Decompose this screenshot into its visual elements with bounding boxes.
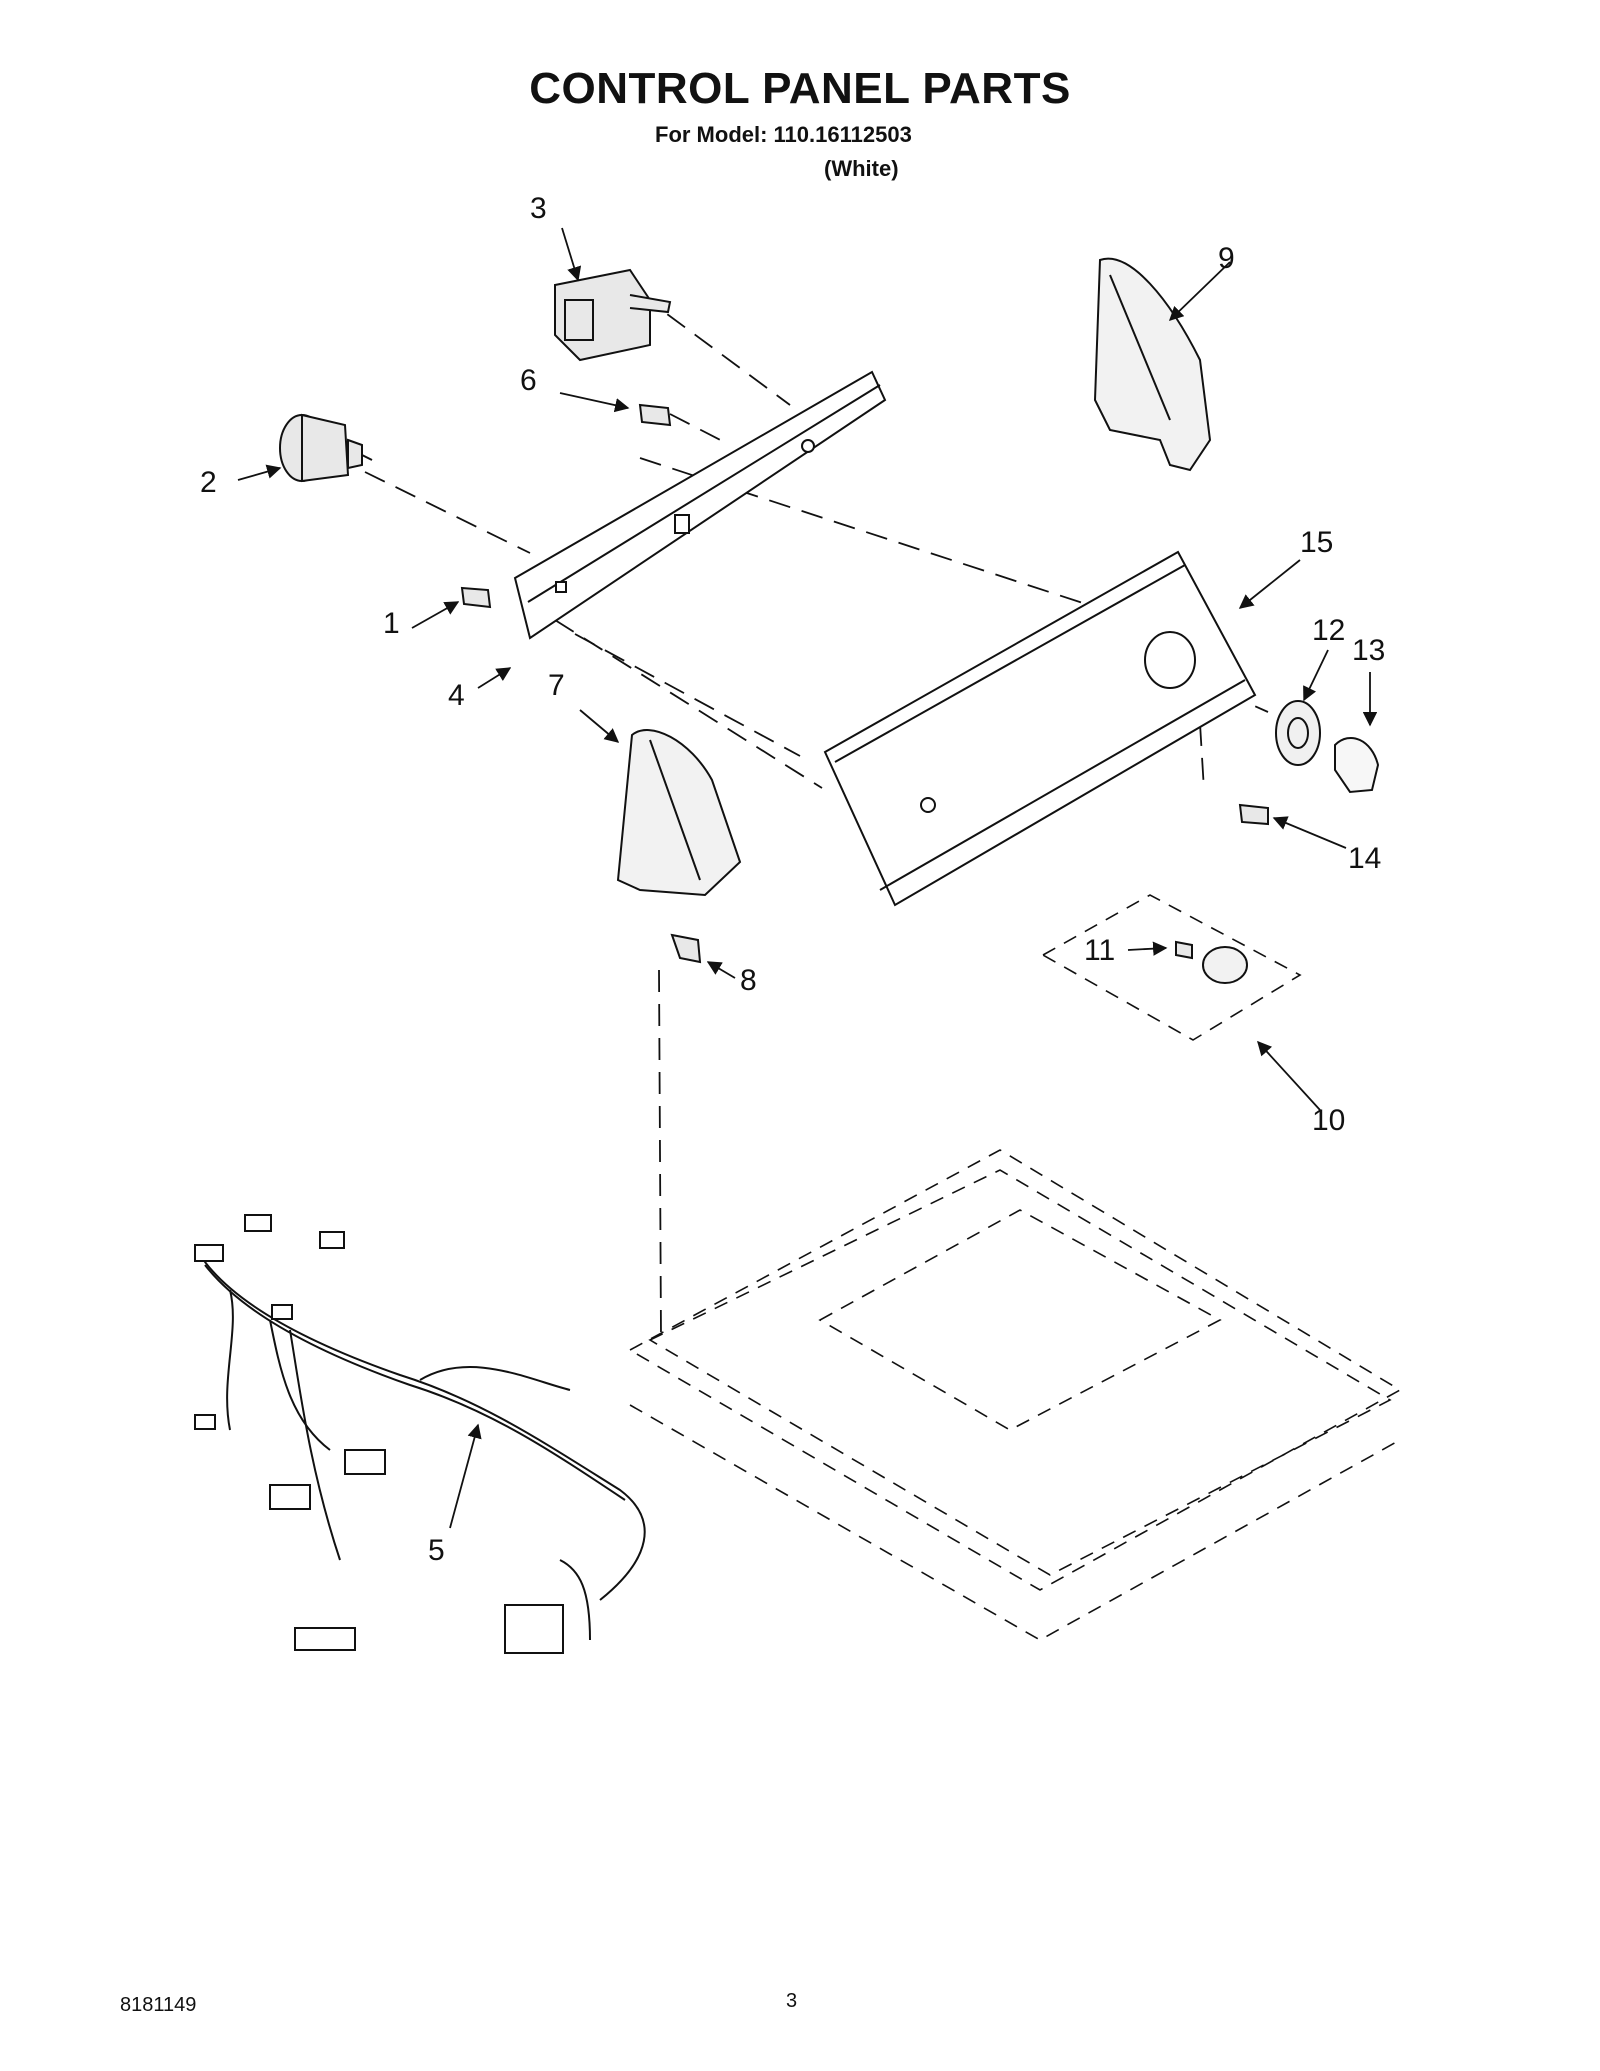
top-panel-outline: [628, 1149, 1402, 1641]
callout-4: 4: [448, 679, 465, 712]
part-wire-harness: [194, 1214, 646, 1654]
callout-7: 7: [548, 669, 565, 702]
part-screw-6: [638, 403, 672, 427]
callout-15: 15: [1300, 526, 1333, 559]
part-screw-1: [460, 586, 492, 609]
part-control-bracket: [513, 370, 887, 640]
page-number: 3: [786, 1990, 798, 2012]
part-indicator-knob: [1202, 946, 1248, 984]
part-knob: [1334, 736, 1380, 794]
part-knob-kit: [1041, 894, 1302, 1041]
part-screw-14: [1238, 803, 1269, 826]
callout-8: 8: [740, 964, 757, 997]
page-title: CONTROL PANEL PARTS: [529, 64, 1071, 113]
callout-2: 2: [200, 466, 217, 499]
callout-10: 10: [1312, 1104, 1345, 1137]
callout-leaders: [237, 227, 1378, 1529]
part-end-cap-right: [1093, 257, 1212, 472]
callout-6: 6: [520, 364, 537, 397]
part-clip: [670, 933, 702, 964]
part-knob-skirt: [1275, 700, 1321, 766]
callout-1: 1: [383, 607, 400, 640]
model-subtitle: For Model: 110.16112503: [655, 122, 912, 147]
part-switch: [554, 268, 672, 362]
callout-12: 12: [1312, 614, 1345, 647]
callout-3: 3: [530, 192, 547, 225]
part-indicator-11: [1175, 940, 1193, 960]
callout-13: 13: [1352, 634, 1385, 667]
callout-5: 5: [428, 1534, 445, 1567]
document-number: 8181149: [120, 1994, 197, 2016]
assembly-guide-lines: [364, 293, 1269, 1338]
part-console: [823, 550, 1257, 907]
callout-11: 11: [1084, 934, 1115, 967]
callout-9: 9: [1218, 242, 1235, 275]
callout-labels: 1 2 3 4 5 6 7 8 9 10 11 12 13 14 15: [200, 192, 1385, 1567]
part-end-cap-left: [616, 729, 742, 897]
color-variant: (White): [824, 156, 899, 181]
part-timer: [279, 413, 373, 483]
callout-14: 14: [1348, 842, 1381, 875]
